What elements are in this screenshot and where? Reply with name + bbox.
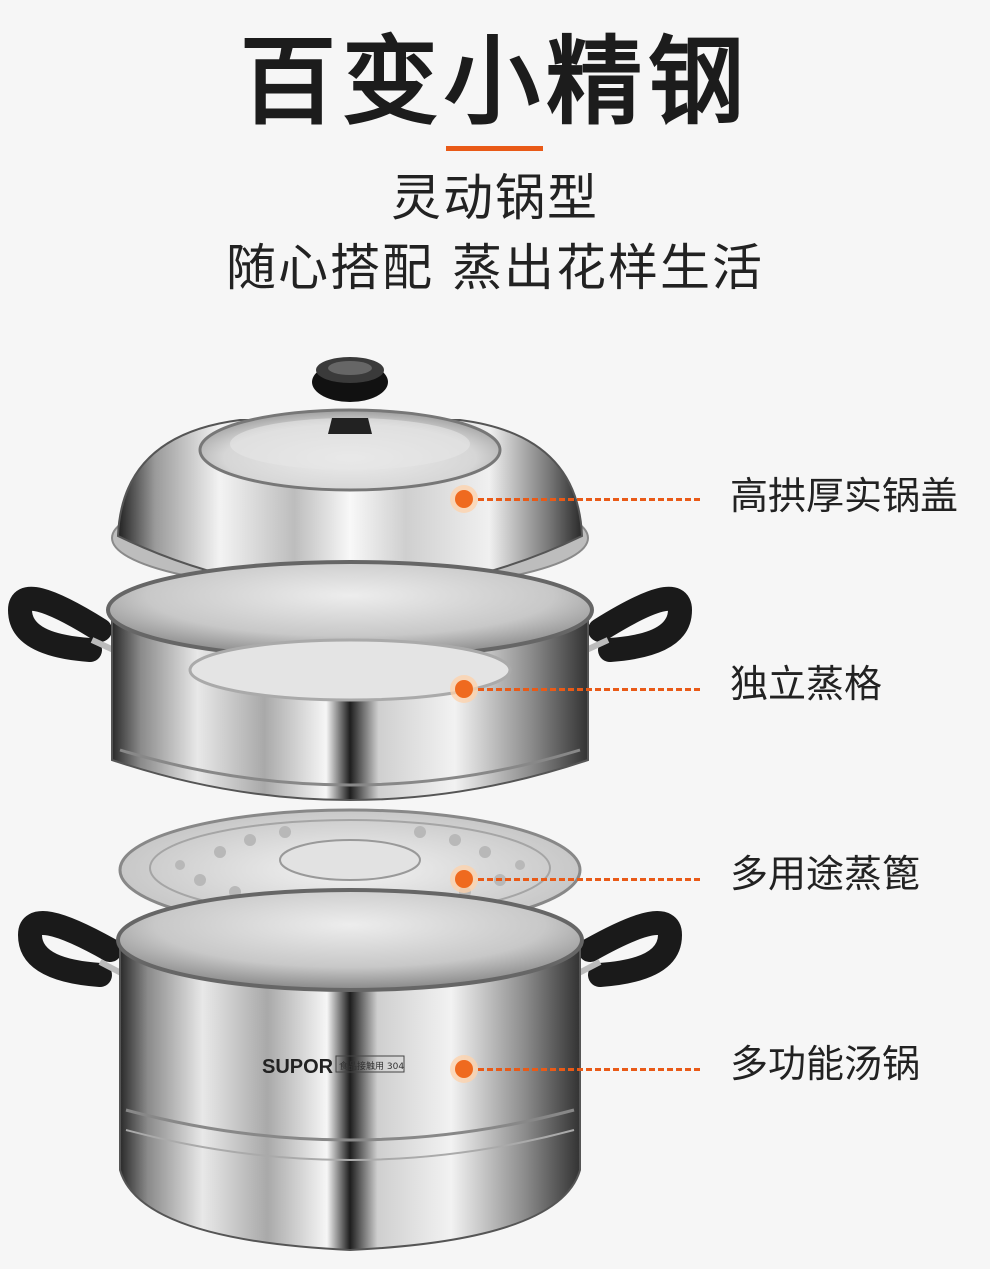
callout-label-rack: 多用途蒸篦 xyxy=(730,852,921,896)
title-divider xyxy=(446,146,543,151)
callout-label-soup-pot: 多功能汤锅 xyxy=(730,1042,921,1086)
steamer-pot-illustration: SUPOR 食品接触用 304 xyxy=(7,357,693,1252)
lid xyxy=(111,357,589,594)
callout-leader-line xyxy=(478,878,700,881)
steamer-tier xyxy=(7,560,693,801)
callout-marker xyxy=(455,1060,473,1078)
callout-leader-line xyxy=(478,1068,700,1071)
callout-marker xyxy=(455,680,473,698)
subtitle-line-2: 随心搭配 蒸出花样生活 xyxy=(226,239,764,297)
callout-marker xyxy=(455,490,473,508)
pot-engraving: 食品接触用 304 xyxy=(339,1060,404,1072)
callout-leader-line xyxy=(478,688,700,691)
page-title: 百变小精钢 xyxy=(240,26,750,138)
subtitle-line-1: 灵动锅型 xyxy=(391,169,599,227)
soup-pot: SUPOR 食品接触用 304 xyxy=(17,888,683,1252)
callout-label-steamer: 独立蒸格 xyxy=(730,662,883,706)
callout-label-lid: 高拱厚实锅盖 xyxy=(730,474,959,518)
callout-leader-line xyxy=(478,498,700,501)
brand-logo: SUPOR xyxy=(262,1056,334,1078)
callout-marker xyxy=(455,870,473,888)
